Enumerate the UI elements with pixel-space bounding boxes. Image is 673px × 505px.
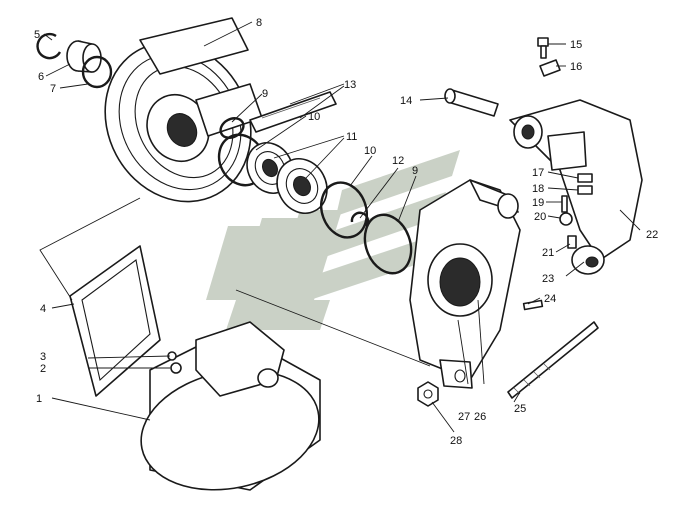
gasket-4 <box>69 245 161 397</box>
callout-6: 6 <box>38 71 44 83</box>
callout-10b: 10 <box>364 145 376 157</box>
tension-arm <box>509 99 643 275</box>
callout-16: 16 <box>570 61 582 73</box>
callout-14: 14 <box>400 95 412 107</box>
circlip-9b <box>363 213 413 275</box>
o-ring-7 <box>81 55 113 89</box>
pulley <box>104 17 263 203</box>
callout-20: 20 <box>534 211 546 223</box>
fastener-19 <box>561 195 568 213</box>
callout-3: 3 <box>40 351 46 363</box>
watermark-stripe <box>226 300 330 330</box>
watermark-stripe <box>238 218 300 300</box>
retaining-ring-5 <box>36 32 62 60</box>
fastener-21 <box>567 235 577 249</box>
callout-7: 7 <box>50 83 56 95</box>
callout-10a: 10 <box>308 111 320 123</box>
callout-23: 23 <box>542 273 554 285</box>
fastener-18 <box>577 185 593 195</box>
threaded-rod-25 <box>507 321 599 399</box>
watermark-stripe <box>272 210 342 300</box>
key-13 <box>249 91 337 133</box>
callout-19: 19 <box>532 197 544 209</box>
callout-2: 2 <box>40 363 46 375</box>
callout-1: 1 <box>36 393 42 405</box>
callout-21: 21 <box>542 247 554 259</box>
callout-9b: 9 <box>412 165 418 177</box>
clip-12 <box>350 211 370 227</box>
screw-2 <box>170 362 182 374</box>
callout-11: 11 <box>346 131 357 143</box>
washer-16 <box>539 59 561 77</box>
callout-4: 4 <box>40 303 46 315</box>
callout-12: 12 <box>392 155 404 167</box>
pin-14 <box>444 88 499 117</box>
callout-18: 18 <box>532 183 544 195</box>
callout-26: 26 <box>474 411 486 423</box>
callout-15: 15 <box>570 39 582 51</box>
spacer-ring-10b <box>320 181 368 239</box>
callout-5: 5 <box>34 29 40 41</box>
housing-cover-1 <box>140 321 321 491</box>
bolt-15 <box>537 37 549 59</box>
callout-25: 25 <box>514 403 526 415</box>
nut-28 <box>417 381 439 407</box>
callout-labels: 1 2 3 4 5 6 7 8 9 9 10 10 11 12 13 14 15… <box>34 17 658 447</box>
callout-13: 13 <box>344 79 356 91</box>
callout-24: 24 <box>544 293 556 305</box>
callout-17: 17 <box>532 167 544 179</box>
callout-9a: 9 <box>262 88 268 100</box>
watermark-logo <box>206 150 460 330</box>
callout-22: 22 <box>646 229 658 241</box>
watermark-stripe <box>322 192 446 258</box>
leader-lines <box>39 21 641 433</box>
bracket-housing <box>409 179 521 389</box>
watermark-stripe <box>310 236 432 300</box>
callout-28: 28 <box>450 435 462 447</box>
callout-27: 27 <box>458 411 470 423</box>
fastener-17 <box>577 173 593 183</box>
watermark-stripe <box>206 226 262 300</box>
watermark-stripe <box>336 150 460 216</box>
bearing-11b <box>276 158 328 214</box>
washer-20 <box>559 212 573 226</box>
callout-8: 8 <box>256 17 262 29</box>
